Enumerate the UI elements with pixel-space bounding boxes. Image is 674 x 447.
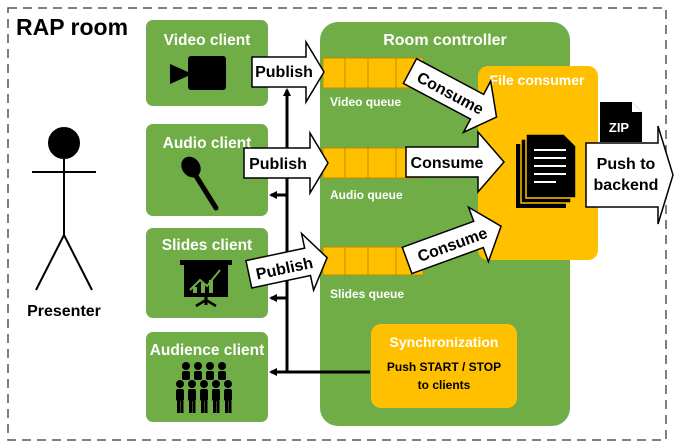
push-label-line2: backend <box>594 177 659 194</box>
video-client-title: Video client <box>164 32 251 49</box>
slides-client-box: Slides client <box>146 228 268 318</box>
publish-arrow-audio: Publish <box>243 130 329 196</box>
sync-lines <box>269 88 370 376</box>
consume-label-audio: Consume <box>411 155 484 172</box>
video-camera-icon <box>170 56 226 90</box>
video-queue-label: Video queue <box>330 95 401 109</box>
synchronization-box <box>371 324 517 408</box>
file-consumer-title: File consumer <box>490 72 585 88</box>
slides-queue-label: Slides queue <box>330 287 404 301</box>
zip-label: ZIP <box>609 120 630 135</box>
microphone-icon <box>181 156 219 211</box>
presenter-label: Presenter <box>27 303 101 320</box>
synchronization-line1: Push START / STOP <box>387 360 501 374</box>
audience-client-title: Audience client <box>150 342 265 359</box>
presenter-figure-icon <box>32 127 96 291</box>
publish-label-video: Publish <box>255 64 313 81</box>
consume-arrow-audio: Consume <box>405 129 505 195</box>
synchronization-title: Synchronization <box>390 334 499 350</box>
audience-icon <box>176 362 232 413</box>
publish-label-audio: Publish <box>249 156 307 173</box>
room-border <box>7 7 667 441</box>
room-controller-title: Room controller <box>383 32 507 49</box>
zip-file-icon: ZIP <box>600 102 642 142</box>
audio-queue-label: Audio queue <box>330 188 403 202</box>
push-label-line1: Push to <box>597 156 656 173</box>
audio-client-box: Audio client <box>146 124 268 216</box>
push-to-backend-arrow: Push to backend <box>585 125 674 225</box>
audio-client-title: Audio client <box>163 135 252 152</box>
room-title: RAP room <box>16 14 128 40</box>
documents-icon <box>516 133 577 208</box>
synchronization-line2: to clients <box>418 378 471 392</box>
audience-client-box: Audience client <box>146 332 268 422</box>
publish-arrow-video: Publish <box>251 39 325 105</box>
presentation-board-icon <box>180 260 232 308</box>
slides-client-title: Slides client <box>162 237 252 254</box>
video-client-box: Video client <box>146 20 268 106</box>
